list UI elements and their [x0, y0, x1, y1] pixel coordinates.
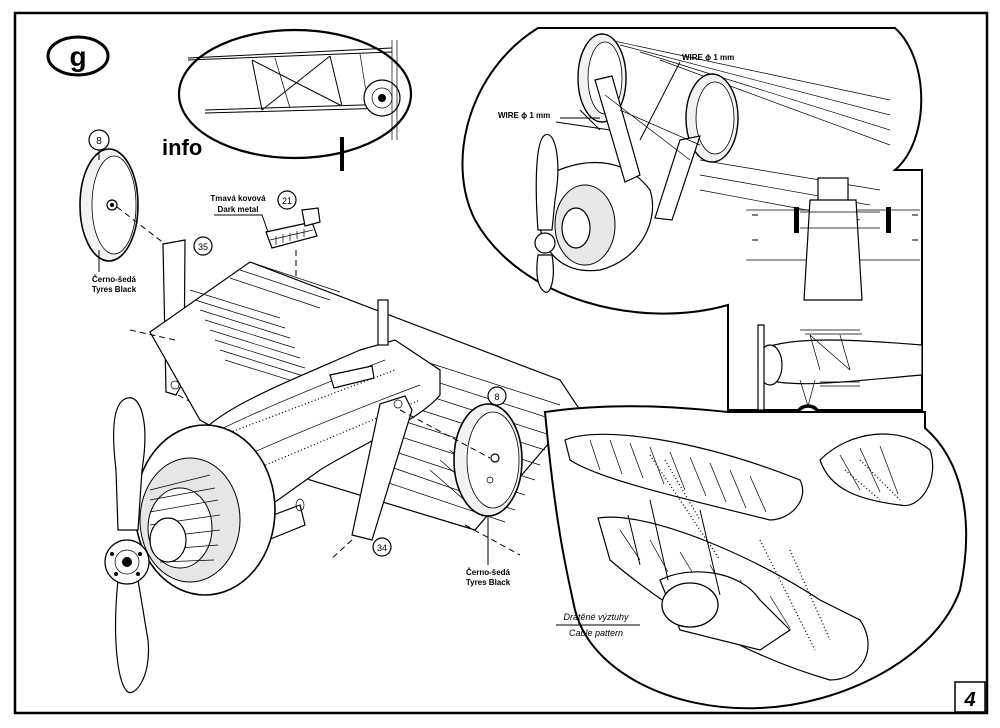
strut-left-number: 35: [198, 242, 208, 252]
step-badge: g: [46, 35, 110, 77]
wheel-right-number: 8: [494, 392, 499, 402]
info-detail-view: info: [162, 28, 413, 171]
page-frame: [13, 11, 989, 715]
cable-pattern-view: Drátěné výztuhy Cable pattern: [543, 405, 968, 710]
strut-right: 34: [329, 395, 413, 561]
intake-color-en: Dark metal: [218, 205, 259, 214]
wheel-left-color-cz: Černo-šedá: [92, 275, 137, 284]
page-number-box: 4: [954, 681, 986, 713]
intake-color-cz: Tmavá kovová: [210, 194, 266, 203]
info-label: info: [162, 135, 202, 160]
wheel-left-number: 8: [96, 136, 102, 147]
strut-right-number: 34: [377, 543, 387, 553]
page-number: 4: [963, 689, 975, 711]
wheel-right-color-cz: Černo-šedá: [466, 568, 511, 577]
intake-number: 21: [282, 196, 292, 206]
wire-label-2: WIRE ϕ 1 mm: [498, 111, 550, 120]
cable-label-en: Cable pattern: [569, 628, 623, 638]
wheel-right: 8 Černo-šedá Tyres Black: [399, 386, 523, 587]
step-letter: g: [69, 41, 86, 72]
wheel-left: 8 Černo-šedá Tyres Black: [79, 129, 166, 294]
wire-detail-view: WIRE ϕ 1 mm WIRE ϕ 1 mm: [461, 27, 923, 432]
wheel-left-color-en: Tyres Black: [92, 285, 137, 294]
wheel-right-color-en: Tyres Black: [466, 578, 511, 587]
wire-label-1: WIRE ϕ 1 mm: [682, 53, 734, 62]
cable-label-cz: Drátěné výztuhy: [563, 612, 629, 622]
